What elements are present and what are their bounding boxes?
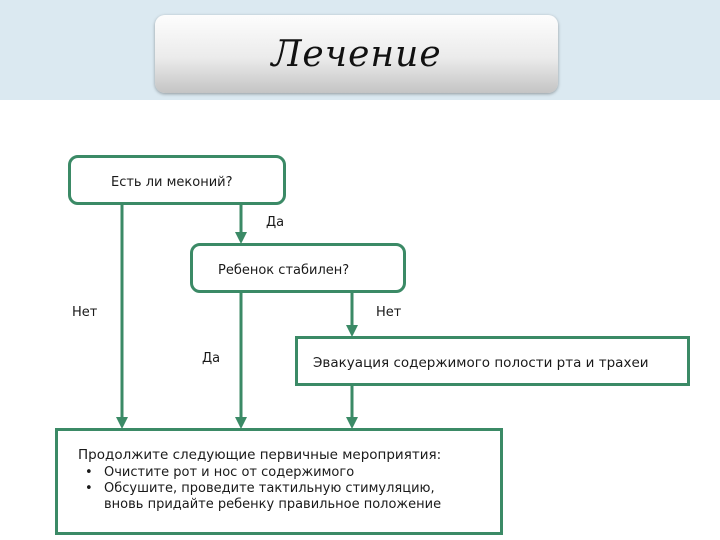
node-evacuation: Эвакуация содержимого полости рта и трах… [295,336,690,386]
edge-label-stable-no: Нет [376,305,402,320]
continue-item-continuation: вновь придайте ребенку правильное положе… [104,497,442,512]
continue-list: • Очистите рот и нос от содержимого • Об… [78,465,500,497]
node-meconium-text: Есть ли меконий? [111,175,233,190]
edge-label-stable-yes: Да [202,351,221,366]
node-stable-text: Ребенок стабилен? [218,263,350,278]
continue-item-text: Обсушите, проведите тактильную стимуляци… [104,481,435,496]
node-continue-measures: Продолжите следующие первичные мероприят… [55,428,503,535]
node-evacuation-text: Эвакуация содержимого полости рта и трах… [313,355,649,371]
edge-label-meconium-yes: Да [266,215,285,230]
edge-label-meconium-no: Нет [72,305,98,320]
slide-title: Лечение [271,33,442,75]
node-stable-question: Ребенок стабилен? [190,243,406,293]
title-box: Лечение [155,15,558,93]
continue-item: • Очистите рот и нос от содержимого [78,465,500,481]
continue-item-text: Очистите рот и нос от содержимого [104,465,355,480]
node-meconium-question: Есть ли меконий? [68,155,286,205]
continue-item: • Обсушите, проведите тактильную стимуля… [78,481,500,497]
bullet: • [85,465,93,480]
continue-heading: Продолжите следующие первичные мероприят… [78,447,442,463]
bullet: • [85,481,93,496]
